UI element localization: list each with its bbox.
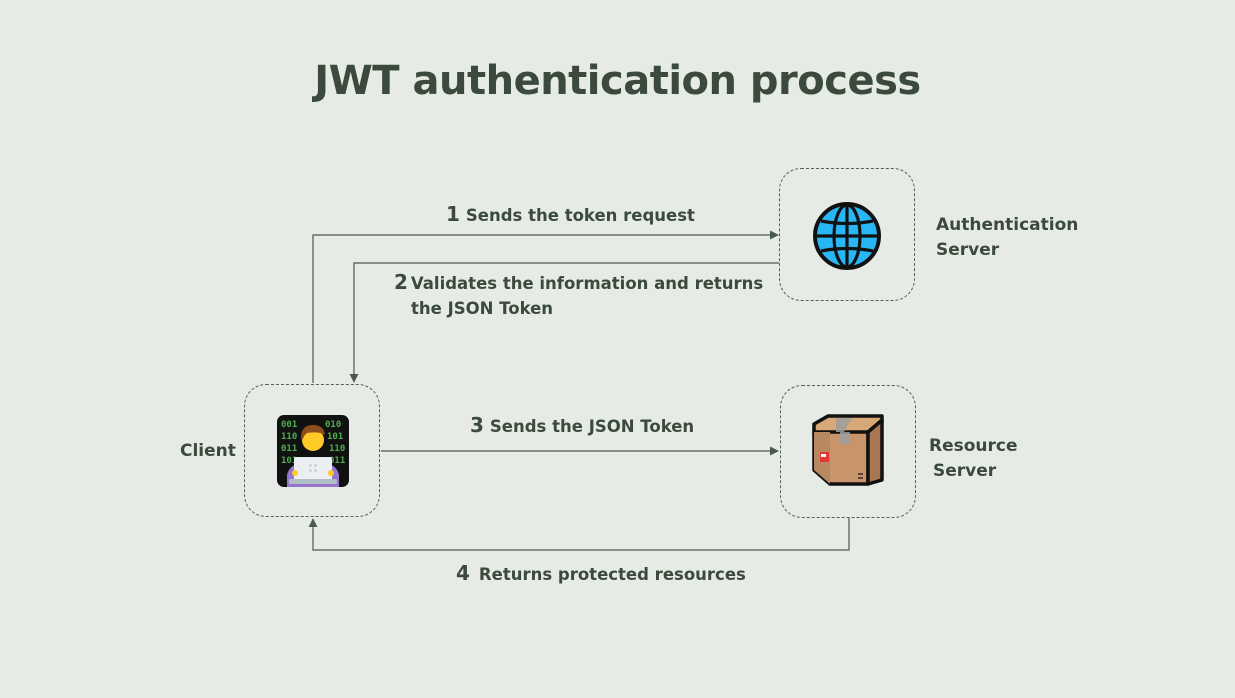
step-3-number: 3 xyxy=(470,413,484,437)
step-2-number: 2 xyxy=(394,270,408,294)
svg-text:110: 110 xyxy=(329,444,345,454)
step-1-label: 1 Sends the token request xyxy=(446,202,695,228)
svg-text:011: 011 xyxy=(281,444,297,454)
svg-text:110: 110 xyxy=(281,432,297,442)
svg-text:001: 001 xyxy=(281,420,297,430)
resource-server-label-line2: Server xyxy=(933,461,997,481)
step-1-text: Sends the token request xyxy=(465,206,695,225)
auth-server-label-line2: Server xyxy=(936,240,1000,260)
auth-server-label-line1: Authentication xyxy=(936,215,1079,235)
step-4-label: 4 Returns protected resources xyxy=(456,561,746,587)
resource-server-label-line1: Resource xyxy=(929,436,1018,456)
arrow-step-4 xyxy=(308,518,850,551)
globe-icon xyxy=(813,202,881,270)
auth-server-label: Authentication Server xyxy=(936,213,1078,263)
step-2-text-line2: the JSON Token xyxy=(411,299,554,318)
arrow-step-1 xyxy=(312,230,779,383)
arrow-step-2 xyxy=(349,262,779,383)
client-label: Client xyxy=(180,441,236,461)
step-3-text: Sends the JSON Token xyxy=(489,417,695,436)
step-2-text: Validates the information and returns xyxy=(410,274,764,293)
client-node xyxy=(244,384,380,517)
resource-server-node xyxy=(780,385,916,518)
package-icon xyxy=(812,414,884,486)
step-3-label: 3 Sends the JSON Token xyxy=(470,413,694,439)
svg-text:101: 101 xyxy=(281,456,297,466)
technologist-icon: 001 010 110 101 011 110 101 011 xyxy=(277,415,349,487)
svg-text:010: 010 xyxy=(325,420,341,430)
diagram-title: JWT authentication process xyxy=(314,58,921,104)
step-1-number: 1 xyxy=(446,202,460,226)
auth-server-node xyxy=(779,168,915,301)
resource-server-label: Resource Server xyxy=(929,434,1018,484)
step-4-text: Returns protected resources xyxy=(478,565,746,584)
svg-text:011: 011 xyxy=(329,456,345,466)
svg-text:101: 101 xyxy=(327,432,343,442)
step-4-number: 4 xyxy=(456,561,470,585)
